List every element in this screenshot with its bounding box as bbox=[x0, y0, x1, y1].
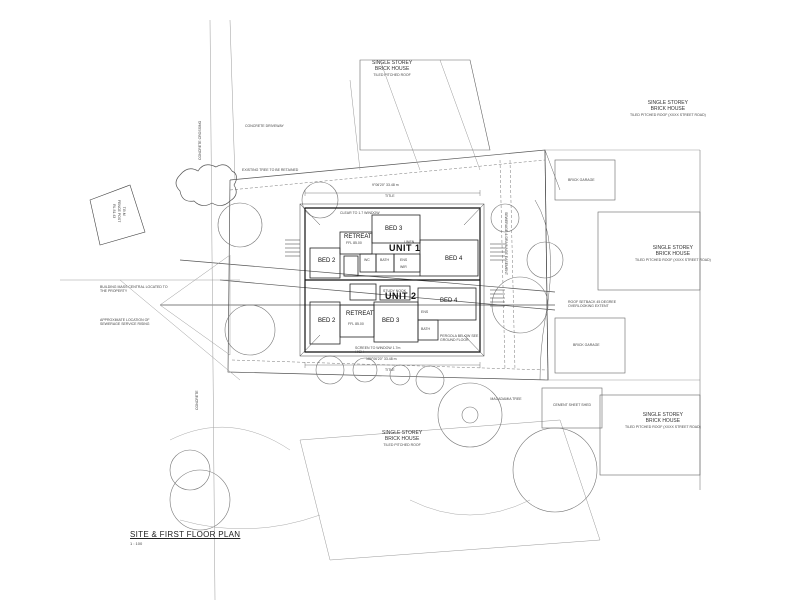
dimension-bottom-sub: TITLE bbox=[385, 368, 395, 372]
drawing-title: SITE & FIRST FLOOR PLAN bbox=[130, 530, 241, 539]
unit1-bath: BATH bbox=[380, 258, 390, 262]
dimension-top-sub: TITLE bbox=[385, 194, 395, 198]
unit2-label: UNIT 2 bbox=[385, 291, 417, 301]
neighbour-line1: SINGLE STOREY bbox=[652, 245, 693, 251]
note-clear: CLEAR TO 1.7 WINDOW bbox=[340, 211, 380, 215]
note-tree: MACADAMIA TREE bbox=[490, 397, 522, 401]
unit2-ens: ENS bbox=[421, 310, 429, 314]
unit2-walls bbox=[309, 283, 477, 345]
tbm-line2: FENCE POST bbox=[117, 200, 121, 223]
note-pergola: PERGOLA BELOW SEE GROUND FLOOR bbox=[440, 334, 479, 342]
site-context-lines bbox=[60, 19, 700, 600]
canopy-arcs bbox=[169, 426, 531, 530]
trees bbox=[169, 181, 598, 531]
unit1-ens: ENS bbox=[400, 258, 408, 262]
neighbour-line1: SINGLE STOREY bbox=[382, 430, 423, 436]
easement-lines bbox=[229, 159, 548, 371]
neighbour-north-east-label: SINGLE STOREY BRICK HOUSE TILED PITCHED … bbox=[630, 100, 706, 118]
neighbour-north-label: SINGLE STOREY BRICK HOUSE TILED PITCHED … bbox=[372, 60, 412, 78]
neighbour-note: TILED PITCHED ROOF (XXXX STREET ROAD) bbox=[635, 258, 711, 262]
neighbour-line2: BRICK HOUSE bbox=[645, 418, 681, 424]
garage-bottom-label: BRICK GARAGE bbox=[573, 343, 600, 347]
dimension-top: 9°06'20" 33.48 m bbox=[372, 183, 399, 187]
stairs bbox=[285, 239, 505, 307]
note-easement: SEWERAGE & DRAINAGE EASEMENT bbox=[504, 212, 508, 276]
concrete-label: CONCRETE bbox=[195, 390, 199, 410]
unit1-ffl: FFL 85.00 bbox=[346, 241, 362, 245]
neighbour-south-east-label: SINGLE STOREY BRICK HOUSE TILED PITCHED … bbox=[625, 412, 701, 430]
unit2-bath: BATH bbox=[421, 327, 431, 331]
neighbour-note: TILED PITCHED ROOF (XXXX STREET ROAD) bbox=[625, 425, 701, 429]
tbm-sign-box bbox=[89, 184, 146, 246]
tbm-line1: T.B.M bbox=[122, 206, 126, 216]
unit1-bed2: BED 2 bbox=[318, 258, 336, 264]
neighbour-line1: SINGLE STOREY bbox=[372, 60, 413, 66]
neighbour-line2: BRICK HOUSE bbox=[374, 66, 410, 72]
neighbour-east-label: SINGLE STOREY BRICK HOUSE TILED PITCHED … bbox=[635, 245, 711, 263]
unit2-bed4: BED 4 bbox=[440, 298, 458, 304]
right-boundary bbox=[534, 149, 701, 490]
unit2-bed3: BED 3 bbox=[382, 318, 400, 324]
unit1-wc: WC bbox=[364, 258, 370, 262]
unit2-study: STUDY NOOK bbox=[383, 289, 407, 293]
dimension-lines bbox=[304, 190, 481, 368]
tbm-sign: T.B.M FENCE POST RL 81.43 bbox=[111, 200, 126, 222]
neighbour-note: TILED PITCHED ROOF bbox=[373, 73, 411, 77]
neighbour-south-label: SINGLE STOREY BRICK HOUSE TILED PITCHED … bbox=[382, 430, 422, 448]
unit1-label: UNIT 1 bbox=[389, 243, 421, 253]
unit1-walls bbox=[309, 214, 479, 279]
unit1-bed4: BED 4 bbox=[445, 256, 463, 262]
note-screen: SCREEN TO WINDOW 1.7m HIGH bbox=[355, 346, 401, 354]
neighbour-note: TILED PITCHED ROOF bbox=[383, 443, 421, 447]
unit2-retreat: RETREAT bbox=[346, 311, 374, 317]
neighbour-line2: BRICK HOUSE bbox=[650, 106, 686, 112]
unit2-ffl: FFL 85.00 bbox=[348, 322, 364, 326]
note-building-mass: BUILDING MASS CENTRAL LOCATED TO THE PRO… bbox=[100, 285, 168, 293]
neighbour-note: TILED PITCHED ROOF (XXXX STREET ROAD) bbox=[630, 113, 706, 117]
neighbour-line2: BRICK HOUSE bbox=[655, 251, 691, 257]
unit1-retreat: RETREAT bbox=[344, 234, 372, 240]
unit1-linen: LINEN bbox=[404, 240, 415, 244]
note-roof-setback: ROOF SETBACK 45 DEGREE OVERLOOKING EXTEN… bbox=[568, 300, 617, 308]
garage-top-label: BRICK GARAGE bbox=[568, 178, 595, 182]
driveway-label: CONCRETE DRIVEWAY bbox=[245, 124, 284, 128]
roof-eaves bbox=[299, 203, 485, 357]
neighbour-line1: SINGLE STOREY bbox=[642, 412, 683, 418]
note-retain: EXISTING TREE TO BE RETAINED bbox=[242, 168, 299, 172]
note-sewerage-location: APPROXIMATE LOCATION OF SEWERAGE SERVICE… bbox=[100, 318, 150, 326]
unit1-wir: WIR bbox=[400, 265, 407, 269]
neighbour-line2: BRICK HOUSE bbox=[384, 436, 420, 442]
drawing-scale: 1 : 100 bbox=[130, 541, 143, 546]
dimension-bottom: 189°06'20" 33.48 m bbox=[366, 357, 397, 361]
shed-label: CEMENT SHEET SHED bbox=[553, 403, 591, 407]
unit2-bed2: BED 2 bbox=[318, 318, 336, 324]
concrete-crossing-label: CONCRETE CROSSING bbox=[198, 120, 202, 160]
neighbour-line1: SINGLE STOREY bbox=[647, 100, 688, 106]
unit1-bed3: BED 3 bbox=[385, 226, 403, 232]
hedge bbox=[175, 164, 237, 206]
